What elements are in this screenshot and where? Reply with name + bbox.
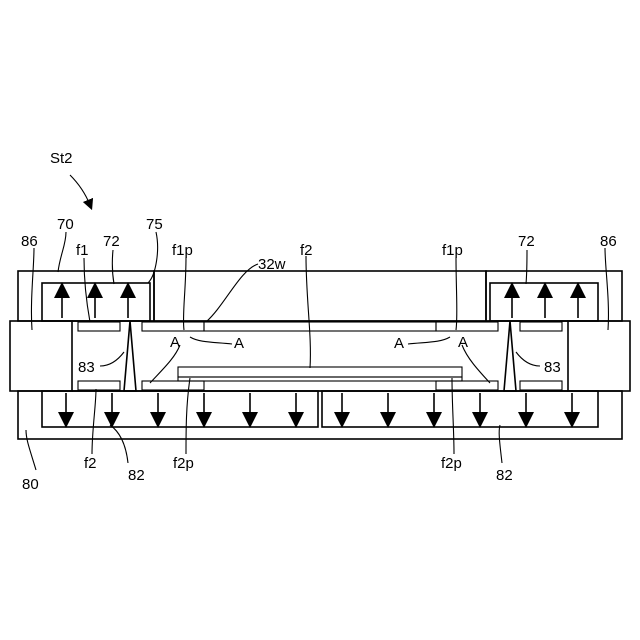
lower-plate-80 — [18, 391, 622, 439]
label-a-left-mid: A — [234, 335, 244, 352]
label-86-right: 86 — [600, 233, 617, 250]
label-a-left-upper: A — [170, 334, 180, 351]
label-83-left: 83 — [78, 359, 95, 376]
label-75: 75 — [146, 216, 163, 233]
upward-arrows-left — [62, 290, 128, 318]
label-f1p-left: f1p — [172, 242, 193, 259]
upper-plate-70 — [18, 271, 622, 321]
label-f2p-left: f2p — [173, 455, 194, 472]
central-film-f2 — [178, 367, 462, 381]
label-86-left: 86 — [21, 233, 38, 250]
label-70: 70 — [57, 216, 74, 233]
side-block-86-left — [10, 321, 72, 391]
label-80: 80 — [22, 476, 39, 493]
label-f2p-right: f2p — [441, 455, 462, 472]
label-f1p-right: f1p — [442, 242, 463, 259]
label-82-right: 82 — [496, 467, 513, 484]
label-a-right-upper: A — [458, 334, 468, 351]
upward-arrows-right — [512, 290, 578, 318]
side-block-86-right — [568, 321, 630, 391]
downward-arrows — [66, 393, 572, 420]
label-f2-top: f2 — [300, 242, 313, 259]
label-72-left: 72 — [103, 233, 120, 250]
label-f1: f1 — [76, 242, 89, 259]
label-83-right: 83 — [544, 359, 561, 376]
label-82-left: 82 — [128, 467, 145, 484]
label-32w: 32w — [258, 256, 286, 273]
label-f2-bottom: f2 — [84, 455, 97, 472]
upper-film-f1 — [78, 322, 562, 331]
label-72-right: 72 — [518, 233, 535, 250]
label-a-right-mid: A — [394, 335, 404, 352]
label-st2: St2 — [50, 150, 73, 167]
